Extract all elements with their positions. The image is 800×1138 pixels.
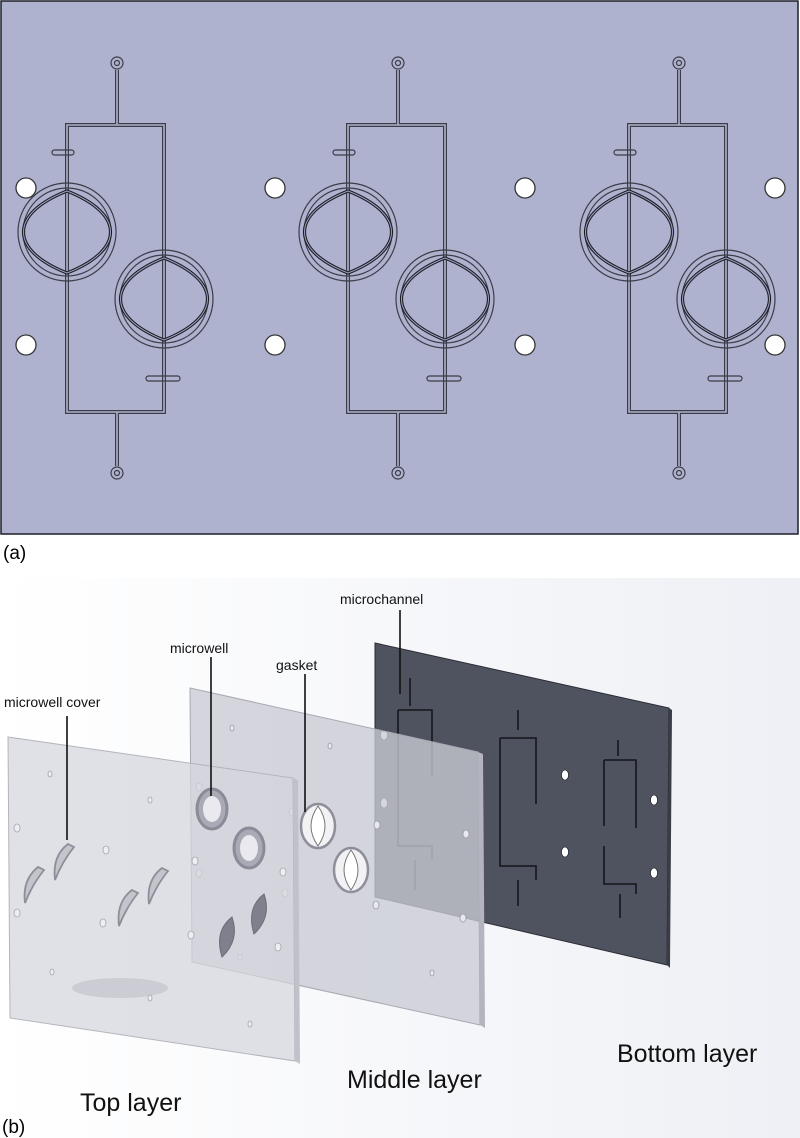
alignment-hole	[514, 334, 536, 356]
microwell-cover-highlight	[23, 190, 111, 274]
inlet-port-core	[675, 59, 683, 67]
channel-bypass	[145, 375, 181, 382]
gasket-openings	[299, 802, 370, 894]
microwells	[195, 787, 267, 958]
label-top-layer: Top layer	[80, 1089, 181, 1117]
alignment-hole	[764, 334, 786, 356]
outlet-port-core	[675, 469, 683, 477]
outlet-port-core	[394, 469, 402, 477]
outlet-port-core	[113, 469, 121, 477]
inlet-port	[110, 56, 124, 70]
microwell-outer-ring	[395, 249, 495, 349]
microwell-outer-ring	[676, 249, 776, 349]
panel-b: microwell cover microwell gasket microch…	[0, 578, 800, 1138]
outlet-port	[672, 466, 686, 480]
callout-microwell: microwell	[170, 640, 228, 656]
microwell-cover-highlight	[682, 257, 770, 341]
channel-bypass	[426, 375, 462, 382]
channel-bypass	[332, 149, 356, 156]
alignment-hole	[264, 177, 286, 199]
microwell-cover-highlight	[585, 190, 673, 274]
top-layer-plate	[7, 736, 300, 1064]
channel-bypass	[51, 149, 75, 156]
callout-microchannel: microchannel	[340, 591, 423, 607]
alignment-hole	[764, 177, 786, 199]
callout-gasket: gasket	[276, 657, 317, 673]
device-units	[17, 56, 776, 480]
channel-bypass	[707, 375, 743, 382]
channel-bypass	[613, 149, 637, 156]
label-bottom-layer: Bottom layer	[617, 1040, 757, 1068]
alignment-holes	[15, 177, 786, 356]
device-unit	[579, 56, 776, 480]
panel-b-label: (b)	[2, 1117, 25, 1138]
alignment-hole	[264, 334, 286, 356]
microchannel-inner	[66, 70, 165, 466]
microwell-outer-ring	[298, 182, 398, 282]
panel-a: (a)	[0, 0, 799, 564]
microwell-outer-ring	[114, 249, 214, 349]
microwell-cover-highlight	[304, 190, 392, 274]
label-middle-layer: Middle layer	[347, 1066, 482, 1094]
device-unit	[17, 56, 214, 480]
microwell-outer-ring	[579, 182, 679, 282]
alignment-hole	[15, 177, 37, 199]
callout-microwell-cover: microwell cover	[4, 694, 101, 710]
alignment-hole	[514, 177, 536, 199]
inlet-port-core	[113, 59, 121, 67]
microchannel-inner	[347, 70, 446, 466]
inlet-port	[391, 56, 405, 70]
microwell-cover-highlight	[120, 257, 208, 341]
microchannel-inner	[628, 70, 727, 466]
outlet-port	[110, 466, 124, 480]
inlet-port	[672, 56, 686, 70]
alignment-hole	[15, 334, 37, 356]
microwell-cover-cutouts	[23, 842, 170, 927]
panel-a-label: (a)	[3, 543, 26, 564]
callout-lines	[66, 610, 401, 840]
outlet-port	[391, 466, 405, 480]
device-unit	[298, 56, 495, 480]
inlet-port-core	[394, 59, 402, 67]
microwell-cover-highlight	[401, 257, 489, 341]
microwell-outer-ring	[17, 182, 117, 282]
